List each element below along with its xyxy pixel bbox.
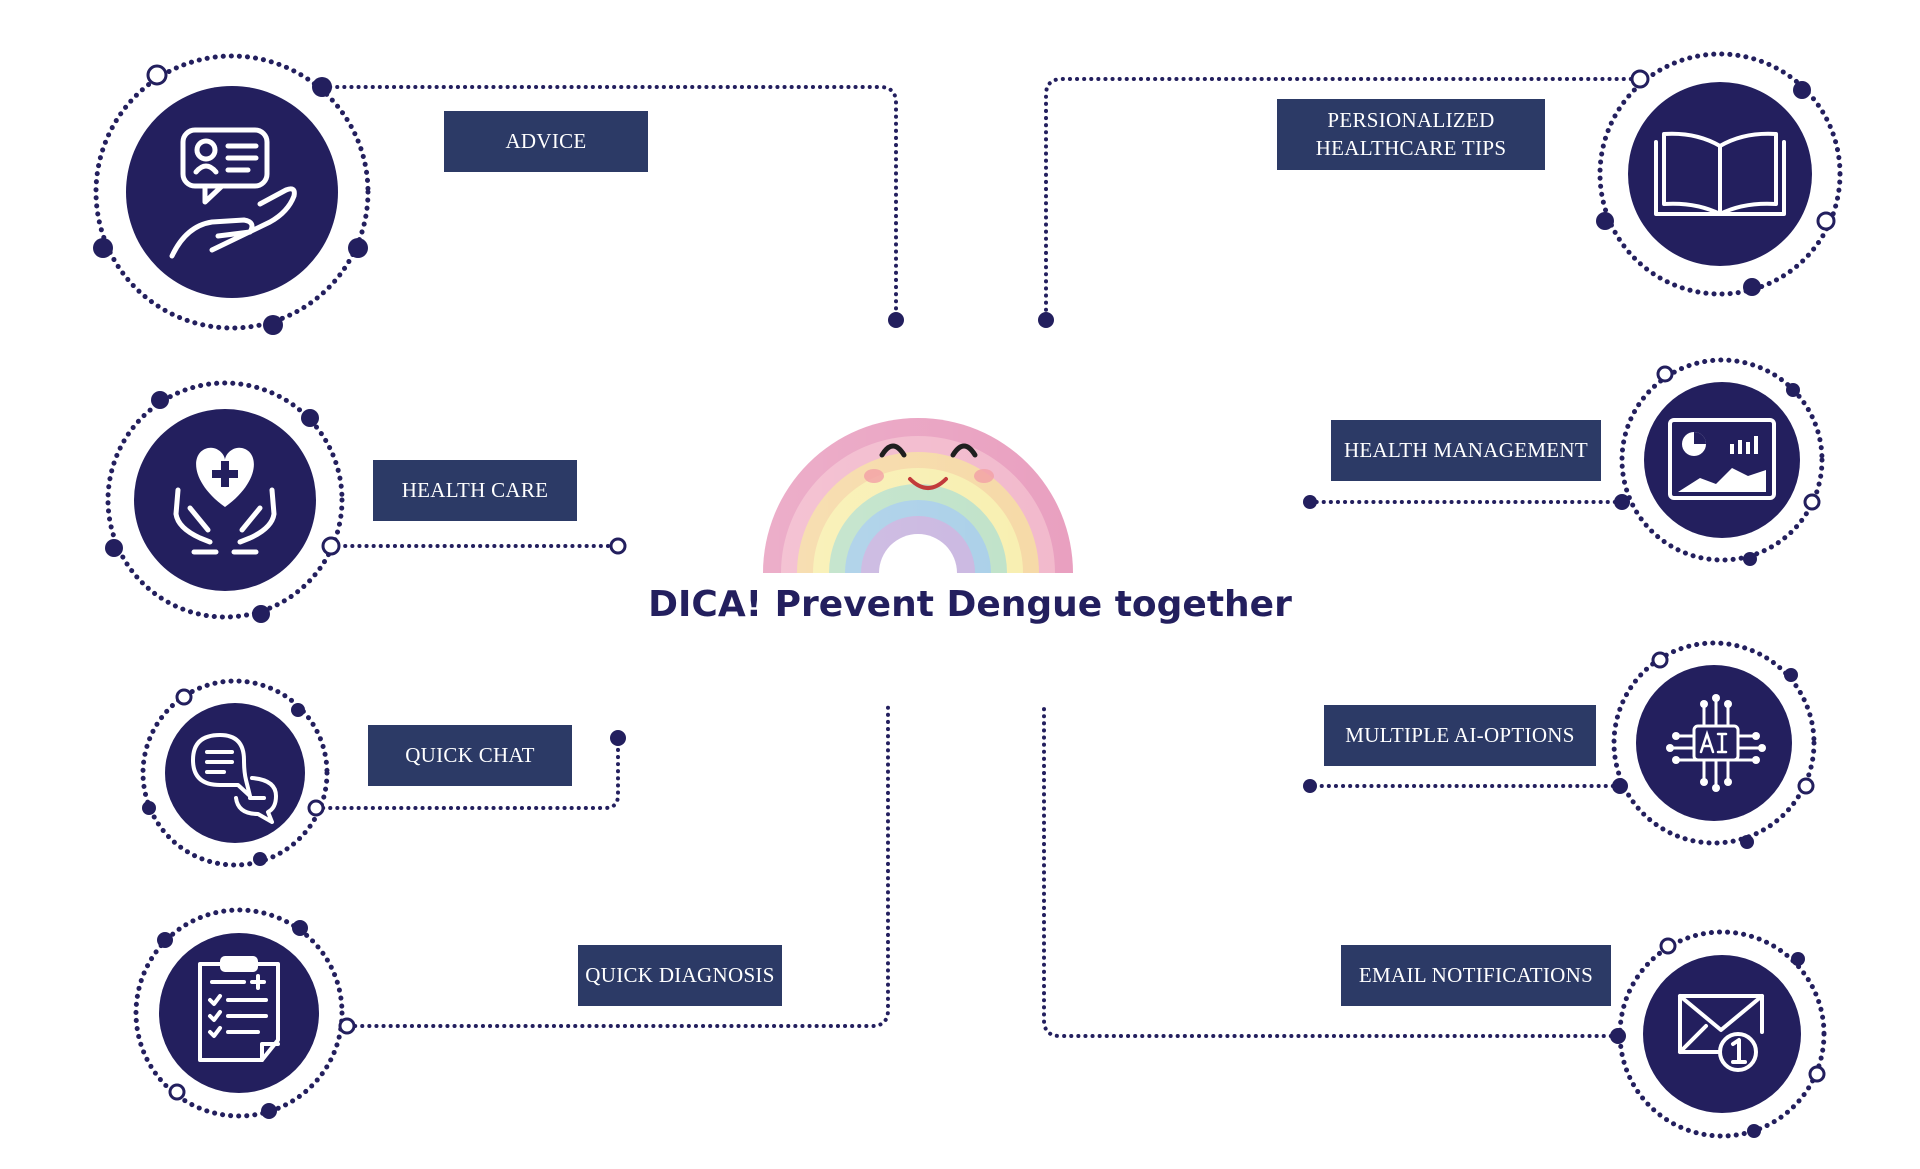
label-advice-text: ADVICE — [505, 128, 587, 153]
label-multiple-ai: MULTIPLE AI-OPTIONS — [1324, 705, 1596, 766]
label-personalized-tips: PERSIONALIZED HEALTHCARE TIPS — [1277, 99, 1545, 170]
label-quick-diagnosis: QUICK DIAGNOSIS — [578, 945, 782, 1006]
envelope-notification-icon — [1678, 994, 1764, 1072]
hand-advice-icon — [169, 127, 297, 259]
connector-lines — [314, 77, 1640, 1038]
node-health-care — [105, 380, 345, 623]
label-health-management: HEALTH MANAGEMENT — [1331, 420, 1601, 481]
endpoint-ring — [609, 537, 627, 555]
connector-quick-chat — [314, 736, 620, 810]
endpoint-dot — [1038, 312, 1054, 328]
label-quick-chat: QUICK CHAT — [368, 725, 572, 786]
endpoint-dot — [888, 312, 904, 328]
clipboard-checklist-icon — [198, 956, 280, 1062]
node-advice — [93, 53, 371, 335]
label-health-management-text: HEALTH MANAGEMENT — [1343, 437, 1589, 462]
dashboard-chart-icon — [1668, 418, 1776, 500]
label-multiple-ai-text: MULTIPLE AI-OPTIONS — [1345, 722, 1575, 747]
ai-chip-icon — [1666, 694, 1766, 792]
chat-bubbles-icon — [191, 733, 278, 824]
label-personalized-tips-text: PERSIONALIZED HEALTHCARE TIPS — [1315, 108, 1507, 160]
node-health-management — [1614, 357, 1825, 566]
label-health-care: HEALTH CARE — [373, 460, 577, 521]
label-email-notifications: EMAIL NOTIFICATIONS — [1341, 945, 1611, 1006]
heart-hands-icon — [173, 447, 277, 555]
connector-email — [1042, 701, 1620, 1038]
endpoint-dot — [610, 730, 626, 746]
node-personalized-tips — [1596, 51, 1843, 297]
label-health-care-text: HEALTH CARE — [401, 477, 549, 502]
open-book-icon — [1654, 131, 1786, 216]
node-quick-diagnosis — [133, 907, 356, 1119]
connector-quick-diagnosis — [346, 701, 890, 1028]
node-email-notifications — [1610, 929, 1827, 1139]
label-email-notifications-text: EMAIL NOTIFICATIONS — [1358, 962, 1594, 987]
label-advice: ADVICE — [444, 111, 648, 172]
endpoint-dot — [1303, 779, 1317, 793]
node-quick-chat — [140, 678, 330, 868]
rainbow-smiley-icon — [763, 418, 1073, 573]
diagram-title: DICA! Prevent Dengue together — [648, 584, 1292, 625]
connector-endpoints — [609, 312, 1317, 793]
label-quick-diagnosis-text: QUICK DIAGNOSIS — [585, 962, 775, 987]
node-multiple-ai — [1611, 640, 1817, 849]
connector-tips — [1044, 77, 1640, 322]
endpoint-dot — [1303, 495, 1317, 509]
connector-advice — [321, 85, 898, 322]
label-quick-chat-text: QUICK CHAT — [405, 742, 535, 767]
